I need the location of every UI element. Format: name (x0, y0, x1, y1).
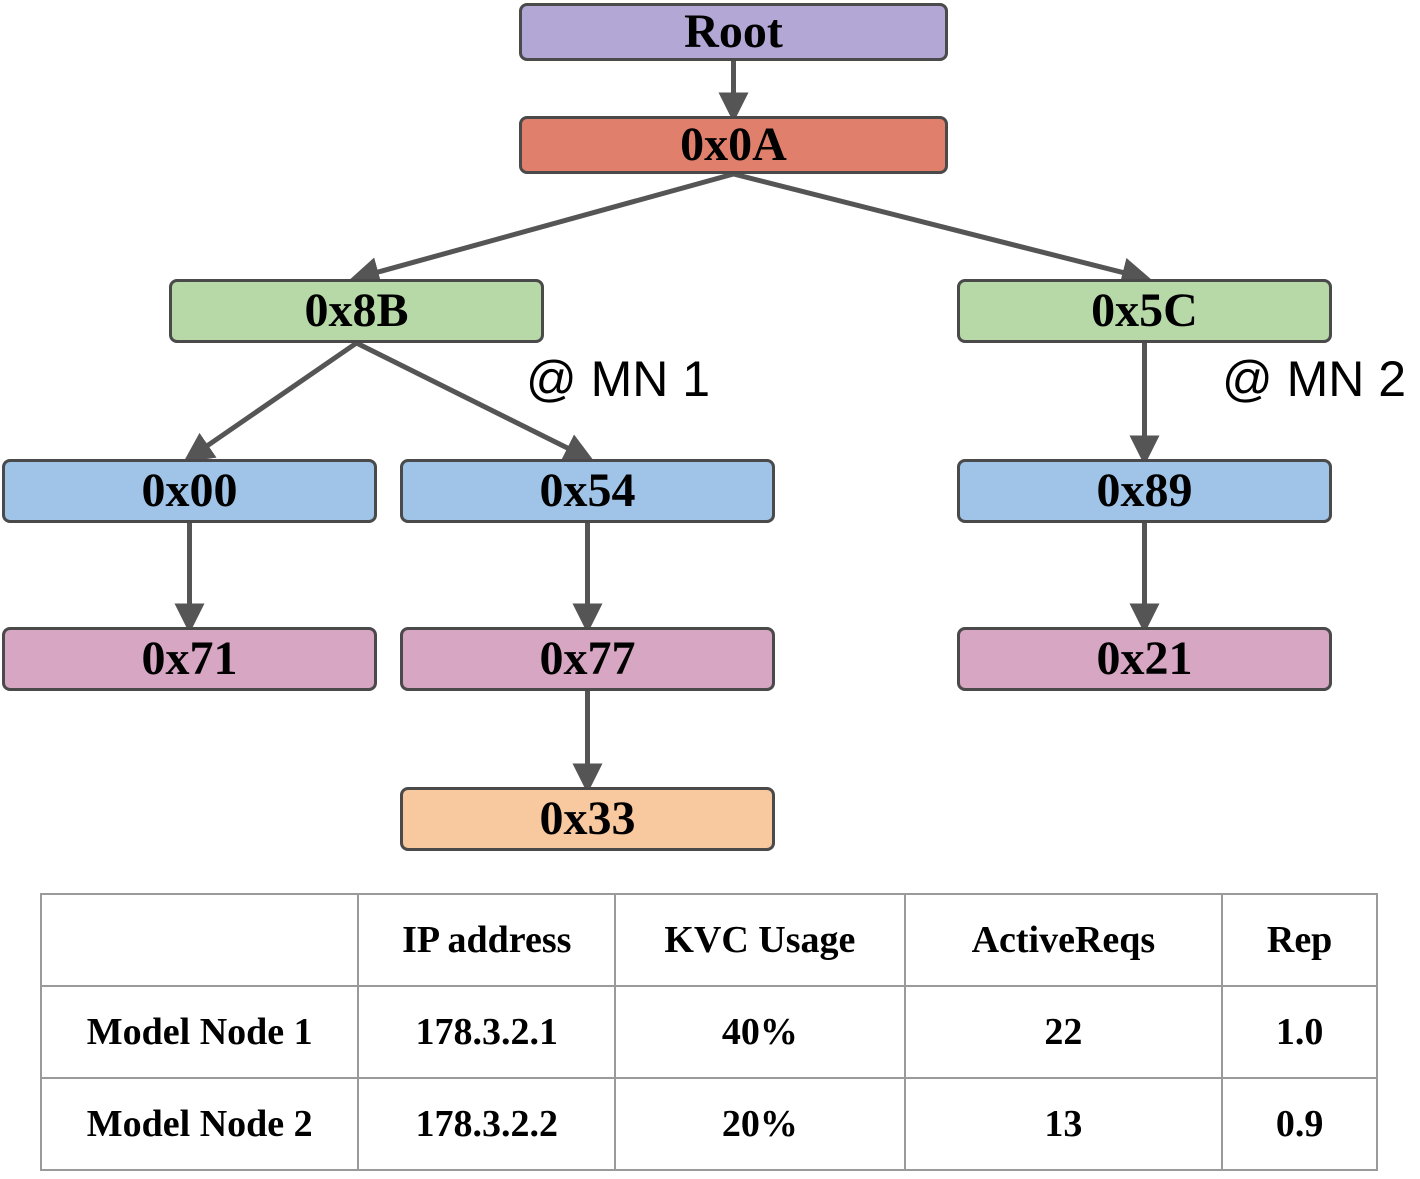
model-node-1-label: @ MN 1 (526, 351, 711, 407)
table-cell: 13 (903, 1077, 1224, 1171)
table-header-cell: IP address (357, 893, 617, 987)
table-header-row: IP address KVC Usage ActiveReqs Rep (39, 893, 1378, 987)
tree-node-root: Root (519, 3, 948, 61)
tree-node-0x89: 0x89 (957, 459, 1332, 523)
table-cell: 0.9 (1221, 1077, 1378, 1171)
tree-node-0x71: 0x71 (2, 627, 377, 691)
table-row: Model Node 1 178.3.2.1 40% 22 1.0 (39, 985, 1378, 1079)
table-cell: 178.3.2.1 (357, 985, 617, 1079)
table-header-cell: Rep (1221, 893, 1378, 987)
table-header-cell: KVC Usage (614, 893, 906, 987)
tree-node-0x5c: 0x5C (957, 279, 1332, 343)
table-cell: 22 (903, 985, 1224, 1079)
tree-edge-n8B-n54 (355, 340, 595, 462)
tree-edge-n0A-n5C (732, 171, 1152, 288)
tree-edge-n8B-n00 (183, 340, 358, 463)
tree-node-0x8b: 0x8B (169, 279, 544, 343)
tree-node-0x77: 0x77 (400, 627, 775, 691)
tree-node-0x21: 0x21 (957, 627, 1332, 691)
tree-edges (174, 61, 1160, 794)
table-cell: Model Node 2 (39, 1077, 360, 1171)
model-node-stats-table: IP address KVC Usage ActiveReqs Rep Mode… (39, 893, 1378, 1171)
table-cell: 20% (614, 1077, 906, 1171)
tree-node-0x00: 0x00 (2, 459, 377, 523)
tree-edge-n0A-n8B (349, 171, 735, 287)
tree-node-0x54: 0x54 (400, 459, 775, 523)
table-row: Model Node 2 178.3.2.2 20% 13 0.9 (39, 1077, 1378, 1171)
tree-node-0x33: 0x33 (400, 787, 775, 851)
table-cell: 40% (614, 985, 906, 1079)
table-cell: 1.0 (1221, 985, 1378, 1079)
table-cell: Model Node 1 (39, 985, 360, 1079)
tree-node-0x0a: 0x0A (519, 116, 948, 174)
table-header-cell: ActiveReqs (903, 893, 1224, 987)
table-cell: 178.3.2.2 (357, 1077, 617, 1171)
table-header-cell (39, 893, 360, 987)
model-node-2-label: @ MN 2 (1222, 351, 1407, 407)
